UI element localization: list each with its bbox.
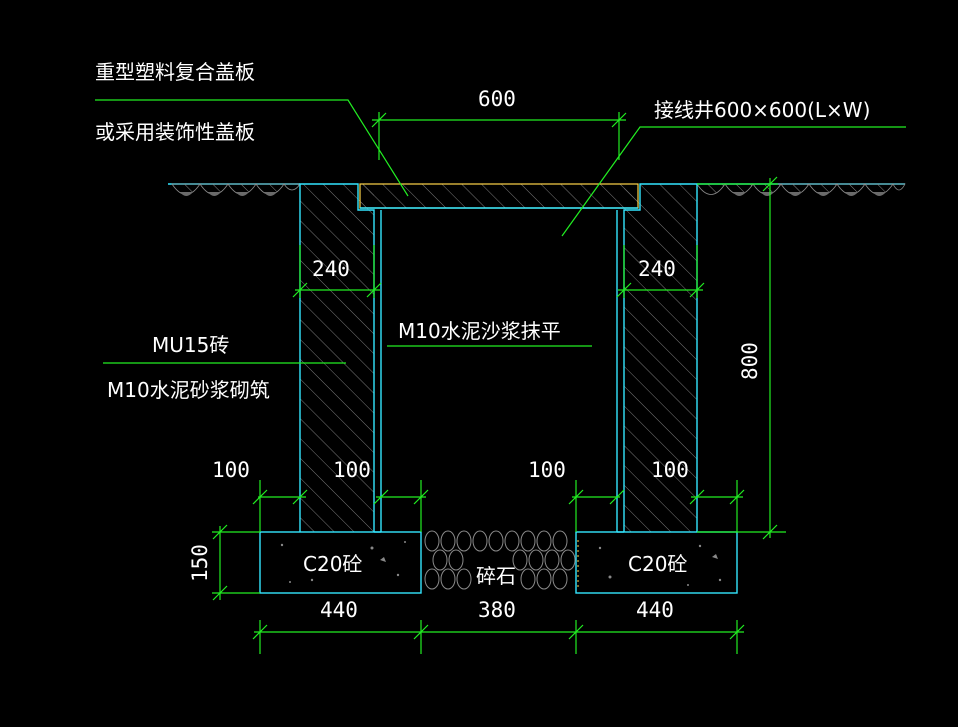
dimension-lines (212, 112, 786, 654)
dim-right-inner-100: 100 (528, 458, 566, 482)
left-footing (259, 531, 422, 594)
gravel-bed (424, 530, 576, 590)
dim-footing-150: 150 (188, 544, 212, 582)
plaster-label: M10水泥沙浆抹平 (398, 319, 561, 343)
right-brick-wall (616, 183, 698, 533)
dim-left-240: 240 (312, 257, 350, 281)
ground-surface-right (696, 183, 906, 196)
cover-label-2: 或采用装饰性盖板 (95, 120, 255, 144)
gravel-label: 碎石 (476, 564, 516, 588)
brick-label-1: MU15砖 (152, 333, 229, 357)
left-brick-wall (299, 183, 382, 533)
dim-right-footing-440: 440 (636, 598, 674, 622)
dim-depth-800: 800 (738, 342, 762, 380)
dim-left-inner-100: 100 (333, 458, 371, 482)
dim-top-600: 600 (478, 87, 516, 111)
cover-plate (359, 183, 639, 209)
leader-lines (95, 99, 906, 364)
concrete-left-label: C20砼 (303, 552, 362, 576)
dim-left-footing-440: 440 (320, 598, 358, 622)
ground-surface-left (168, 183, 301, 196)
well-label: 接线井600×600(L×W) (654, 98, 870, 122)
concrete-right-label: C20砼 (628, 552, 687, 576)
dim-left-outer-100: 100 (212, 458, 250, 482)
right-footing (575, 531, 738, 594)
cover-label-1: 重型塑料复合盖板 (95, 60, 255, 84)
dim-middle-380: 380 (478, 598, 516, 622)
brick-label-2: M10水泥砂浆砌筑 (107, 378, 270, 402)
dim-right-outer-100: 100 (651, 458, 689, 482)
dim-right-240: 240 (638, 257, 676, 281)
